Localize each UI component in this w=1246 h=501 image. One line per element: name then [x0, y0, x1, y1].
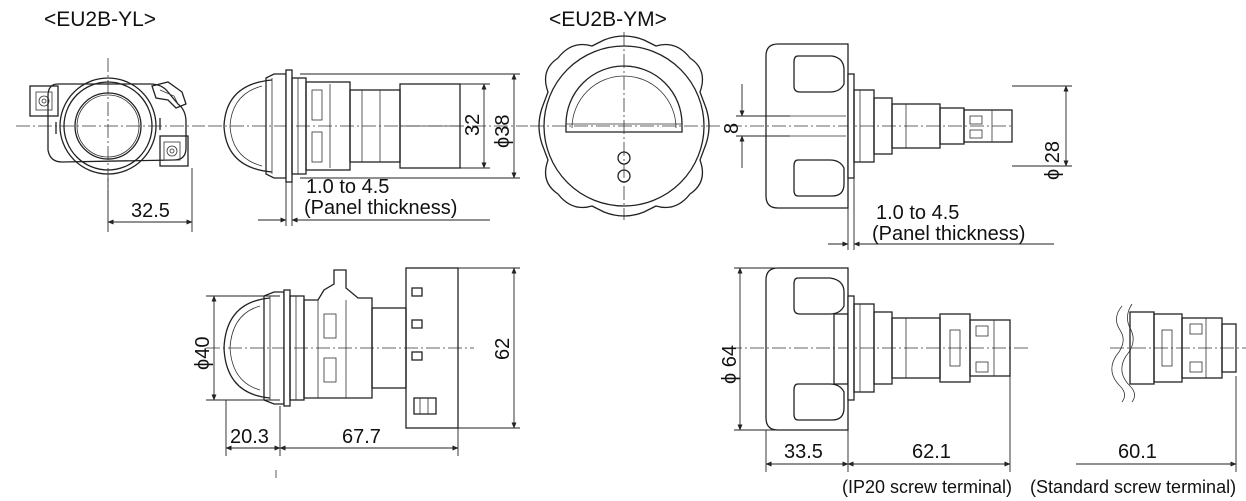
ym-ip20-caption: (IP20 screw terminal) — [842, 477, 1012, 497]
ym-front-depth-label: 33.5 — [784, 441, 823, 463]
ym-diameter-64-label: ϕ 64 — [719, 345, 741, 384]
yl-diameter-40-label: ϕ40 — [192, 337, 214, 370]
yl-diameter-38-label: ϕ38 — [492, 115, 514, 148]
yl-side-view: 32 ϕ38 1.0 to 4.5 (Panel thickness) — [208, 69, 528, 226]
yl-front-view: 32.5 — [16, 58, 205, 232]
yl-panel-range-label: 1.0 to 4.5 — [306, 176, 389, 198]
std-depth-label: 60.1 — [1118, 441, 1157, 463]
model-title-eu2b-ym: <EU2B-YM> — [549, 8, 667, 31]
ym-diameter-28-label: ϕ 28 — [1042, 141, 1064, 180]
ym-depth-ip20-label: 62.1 — [912, 441, 951, 463]
ym-side-view-ip20: ϕ 64 33.5 62.1 (IP20 screw terminal) — [719, 267, 1030, 497]
yl-rear-depth-label: 67.7 — [342, 426, 381, 448]
yl-front-depth-label: 20.3 — [230, 426, 269, 448]
yl-height-62-label: 62 — [492, 338, 514, 360]
ym-panel-note-label: (Panel thickness) — [872, 223, 1025, 245]
std-caption: (Standard screw terminal) — [1030, 477, 1236, 497]
yl-height-32-label: 32 — [462, 114, 484, 136]
ym-panel-range-label: 1.0 to 4.5 — [876, 202, 959, 224]
ym-front-view — [530, 32, 720, 220]
ym-window-8-label: 8 — [721, 123, 743, 134]
ym-side-view: 8 ϕ 28 1.0 to 4.5 (Panel thickness) — [721, 43, 1072, 250]
yl-side-view-terminal: ϕ40 62 20.3 67.7 — [192, 267, 520, 478]
model-title-eu2b-yl: <EU2B-YL> — [44, 8, 156, 31]
standard-terminal-detail: 60.1 (Standard screw terminal) — [1030, 303, 1246, 497]
yl-panel-note-label: (Panel thickness) — [304, 197, 457, 219]
yl-front-width-label: 32.5 — [131, 200, 170, 222]
